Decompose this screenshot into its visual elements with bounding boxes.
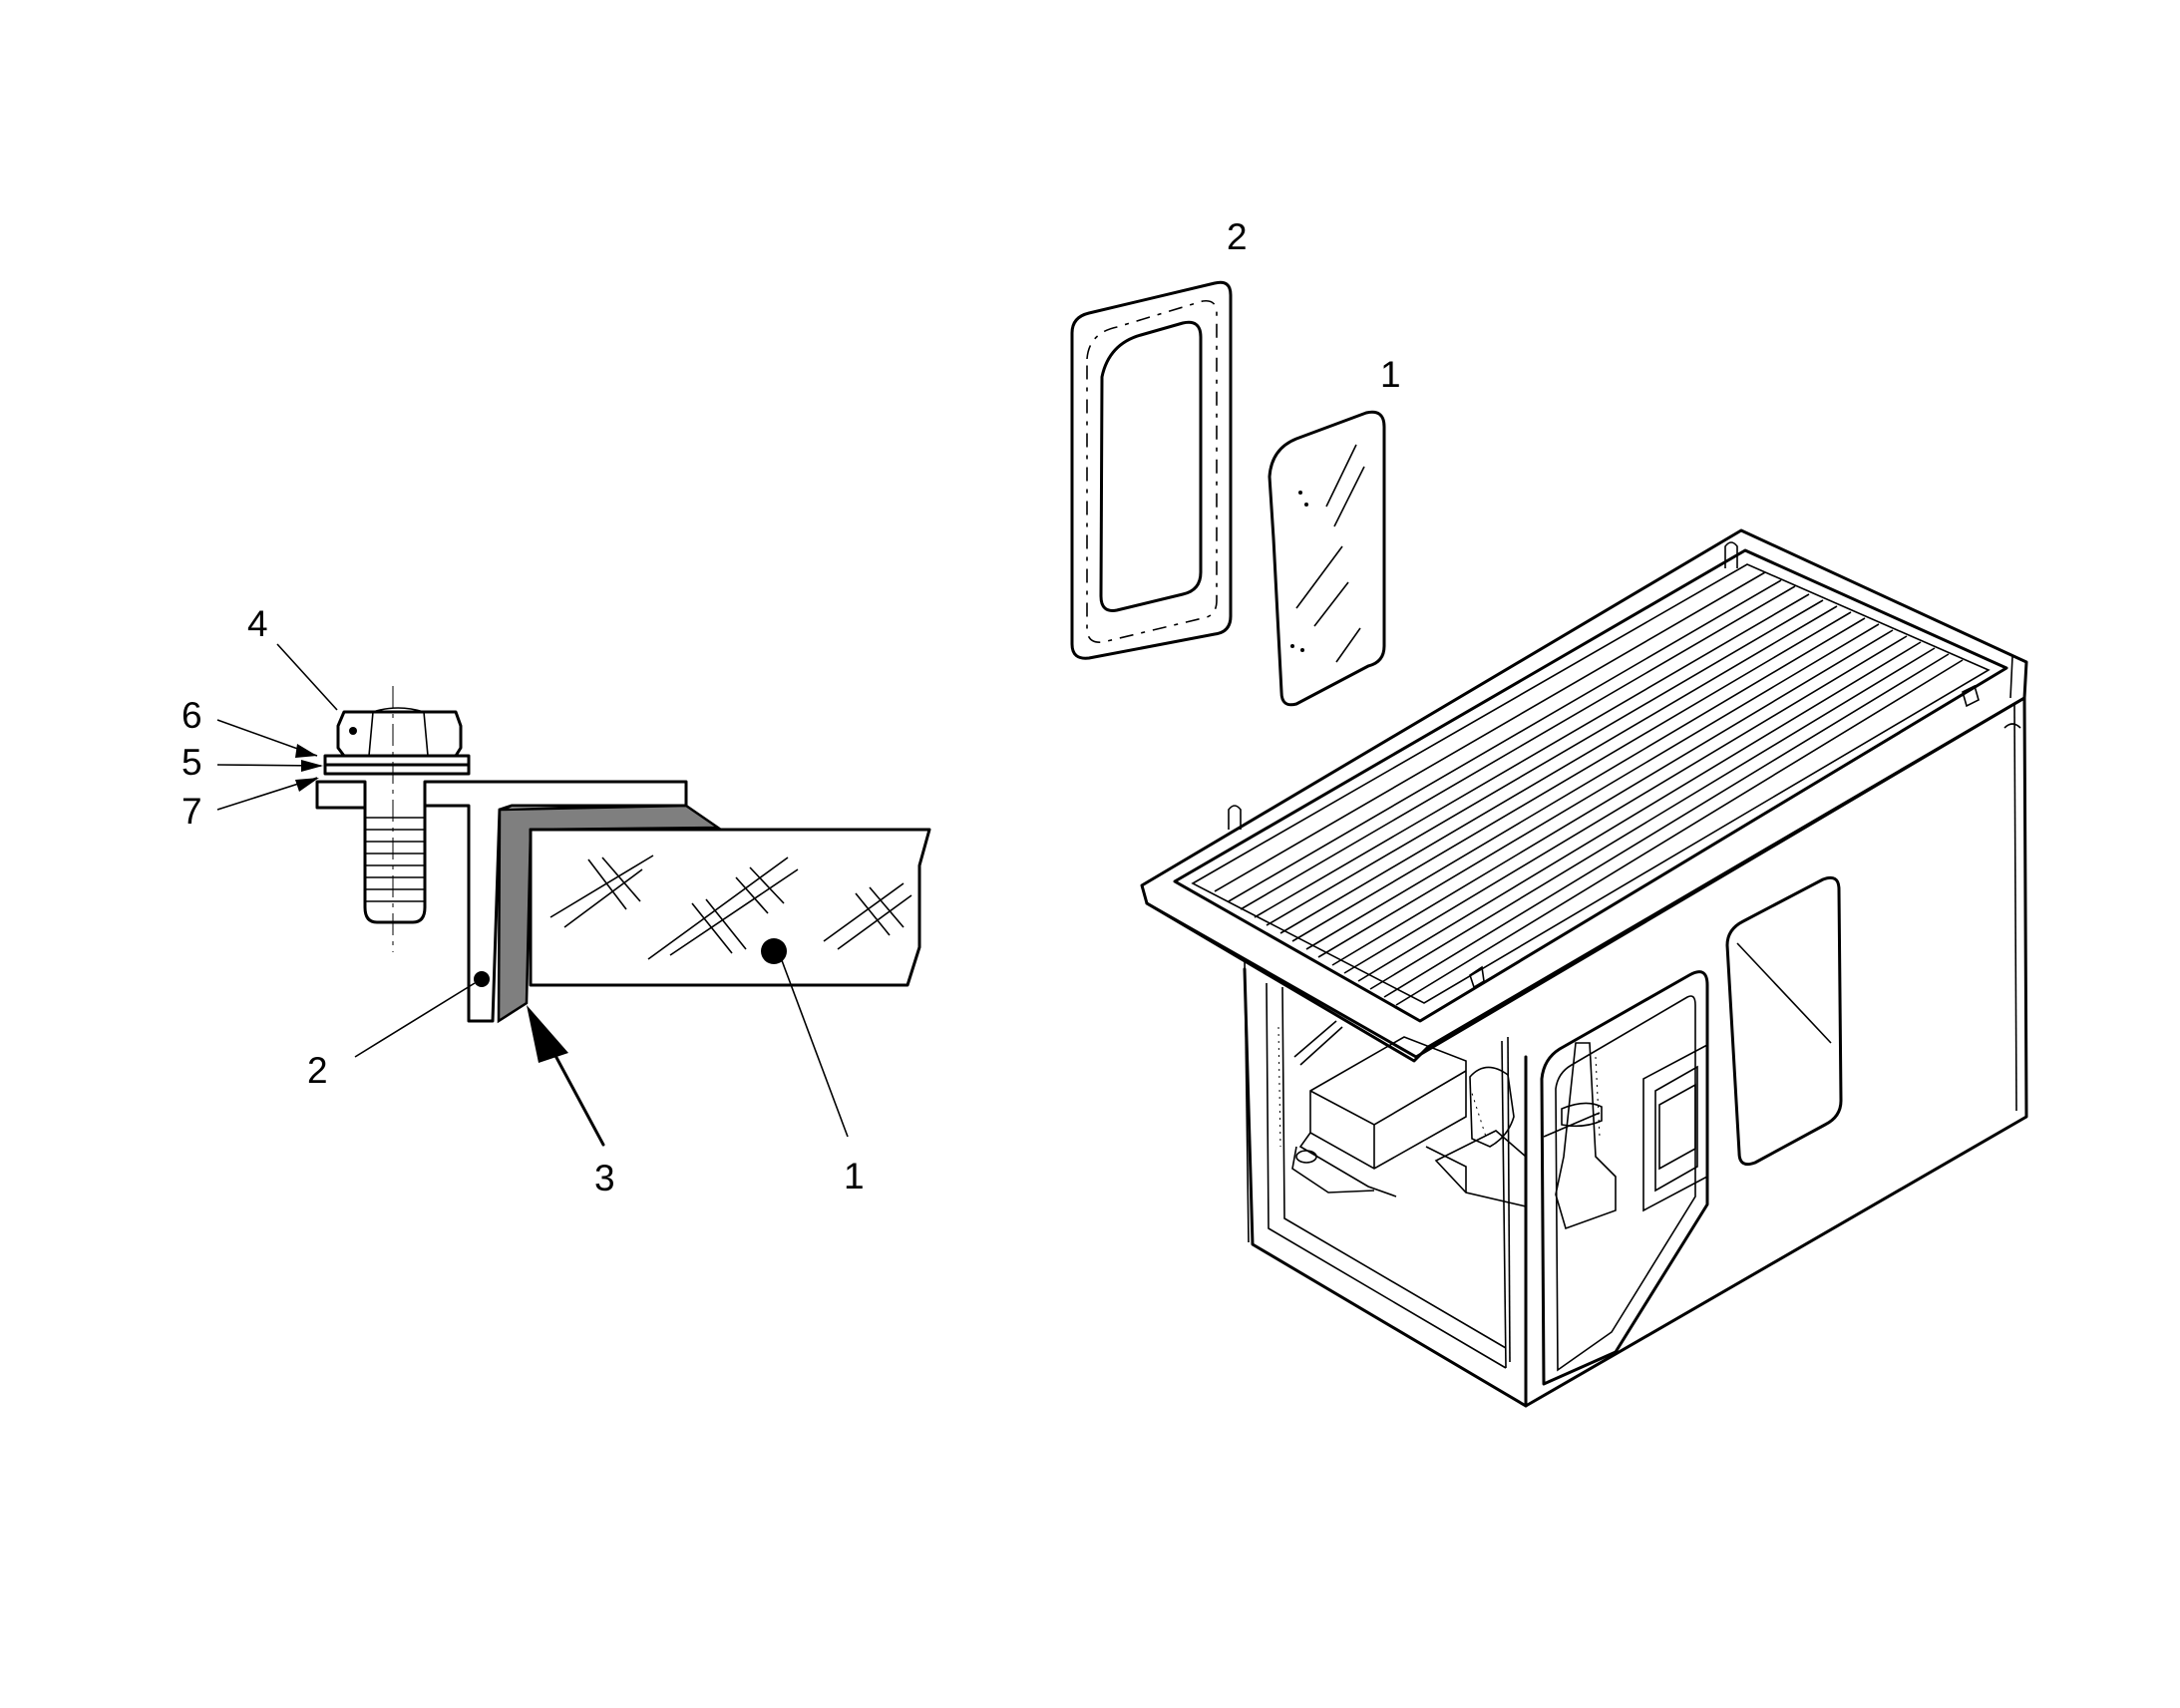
arrowhead-5 xyxy=(301,760,323,772)
glass-section xyxy=(529,828,931,987)
exploded-view: 2 1 xyxy=(1070,216,2028,1408)
glass-dot xyxy=(761,938,787,964)
frame-section xyxy=(423,780,688,1023)
bolt-head-dot xyxy=(349,727,357,735)
operator-cab xyxy=(1140,528,2028,1408)
roof-ribs xyxy=(1214,571,1964,1006)
callout-2-detail: 2 xyxy=(307,1050,328,1091)
leader-4 xyxy=(276,643,338,711)
washer-7 xyxy=(315,780,367,810)
frame-dot xyxy=(474,971,490,987)
callout-6: 6 xyxy=(182,695,202,736)
window-glass xyxy=(1268,410,1386,707)
callout-3: 3 xyxy=(594,1158,615,1198)
arrowhead-7 xyxy=(295,778,319,792)
leader-2 xyxy=(354,982,476,1058)
window-seal xyxy=(1070,280,1233,660)
washer-5 xyxy=(323,763,471,776)
bolt-shank xyxy=(363,790,427,924)
callout-1-detail: 1 xyxy=(844,1156,865,1196)
callout-7: 7 xyxy=(182,791,202,832)
callout-4: 4 xyxy=(247,603,268,644)
callout-2-exploded: 2 xyxy=(1227,216,1248,257)
detail-section-view: 4 6 5 7 2 3 1 xyxy=(182,603,931,1198)
callout-5: 5 xyxy=(182,742,202,783)
bolt-head xyxy=(336,707,463,758)
callout-1-exploded: 1 xyxy=(1380,354,1401,395)
sealant-arrow xyxy=(527,1005,605,1147)
arrowhead-6 xyxy=(295,744,317,758)
leader-1 xyxy=(779,954,849,1138)
